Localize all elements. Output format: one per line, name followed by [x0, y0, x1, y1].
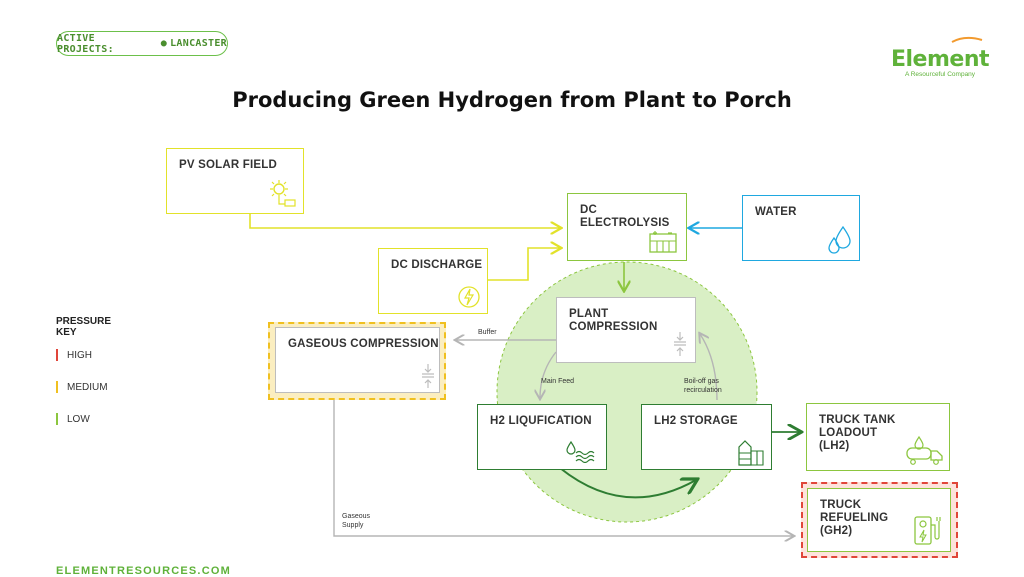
node-h2-liquification[interactable]: H2 LIQUFICATION — [477, 404, 607, 470]
node-label: PV SOLAR FIELD — [179, 159, 278, 171]
node-plant-compression[interactable]: PLANT COMPRESSION — [556, 297, 696, 363]
node-label: GASEOUS COMPRESSION — [288, 338, 439, 350]
low-swatch — [56, 413, 60, 425]
key-item-high: HIGH — [56, 349, 92, 361]
boiloff-label-line2: recirculation — [684, 387, 722, 394]
key-item-medium: MEDIUM — [56, 381, 108, 393]
node-dc-electrolysis[interactable]: DC ELECTROLYSIS — [567, 193, 687, 261]
key-label: LOW — [67, 413, 90, 425]
logo-word: Element — [890, 47, 990, 72]
node-truck-refueling[interactable]: TRUCK REFUELING (GH2) — [807, 488, 951, 552]
node-dc-discharge[interactable]: DC DISCHARGE — [378, 248, 488, 314]
active-projects-pill[interactable]: ACTIVE PROJECTS: ● LANCASTER — [56, 31, 228, 56]
location-pin-icon: ● — [160, 38, 168, 49]
node-label: H2 LIQUFICATION — [490, 415, 592, 427]
liquid-waves-icon — [566, 440, 595, 463]
compressor-icon — [422, 364, 434, 388]
node-label: TRUCK REFUELING (GH2) — [820, 499, 889, 537]
pill-prefix: ACTIVE PROJECTS: — [57, 32, 114, 55]
main-feed-label: Main Feed — [541, 378, 574, 385]
gaseous-label-line2: Supply — [342, 522, 364, 529]
sun-solar-panel-icon — [270, 180, 296, 207]
logo-swoosh-icon — [951, 36, 983, 43]
key-label: HIGH — [67, 349, 92, 361]
key-title-line2: KEY — [56, 327, 77, 338]
node-label: PLANT COMPRESSION — [569, 308, 658, 333]
tanker-truck-icon — [906, 435, 943, 465]
node-label: DC DISCHARGE — [391, 259, 483, 271]
logo-tagline: A Resourceful Company — [904, 71, 976, 78]
node-lh2-storage[interactable]: LH2 STORAGE — [641, 404, 772, 470]
edge-main-feed — [540, 351, 557, 398]
buffer-label: Buffer — [478, 329, 497, 336]
element-logo[interactable]: Element A Resourceful Company — [890, 30, 990, 78]
edge-boiloff — [700, 334, 718, 401]
node-label: LH2 STORAGE — [654, 415, 738, 427]
node-label: WATER — [755, 206, 797, 218]
key-label: MEDIUM — [67, 381, 108, 393]
node-pv-solar-field[interactable]: PV SOLAR FIELD — [166, 148, 304, 214]
edge-discharge-to-electrolysis — [487, 248, 560, 281]
footer-website[interactable]: ELEMENTRESOURCES.COM — [56, 565, 231, 577]
water-drops-icon — [828, 225, 851, 254]
key-item-low: LOW — [56, 413, 90, 425]
lightning-bolt-icon — [458, 286, 480, 308]
electrolyzer-icon — [649, 231, 677, 253]
key-title-line1: PRESSURE — [56, 316, 112, 327]
node-water[interactable]: WATER — [742, 195, 860, 261]
node-gaseous-compression[interactable]: GASEOUS COMPRESSION — [275, 327, 440, 393]
fuel-pump-icon — [914, 516, 941, 545]
pressure-key-title: PRESSURE KEY — [56, 316, 111, 338]
edge-gaseous-supply — [333, 392, 793, 536]
page-title: Producing Green Hydrogen from Plant to P… — [232, 88, 792, 112]
pill-location: LANCASTER — [170, 38, 227, 49]
boiloff-label-line1: Boil-off gas — [684, 378, 719, 385]
storage-tanks-icon — [738, 440, 764, 466]
node-label: DC ELECTROLYSIS — [580, 204, 670, 229]
medium-swatch — [56, 381, 60, 393]
high-swatch — [56, 349, 60, 361]
node-truck-tank-loadout[interactable]: TRUCK TANK LOADOUT (LH2) — [806, 403, 950, 471]
edge-pv-to-electrolysis — [249, 212, 560, 228]
edge-liquification-to-storage — [559, 467, 696, 499]
node-label: TRUCK TANK LOADOUT (LH2) — [819, 414, 896, 452]
gaseous-label-line1: Gaseous — [342, 513, 371, 520]
compressor-icon — [674, 332, 686, 356]
